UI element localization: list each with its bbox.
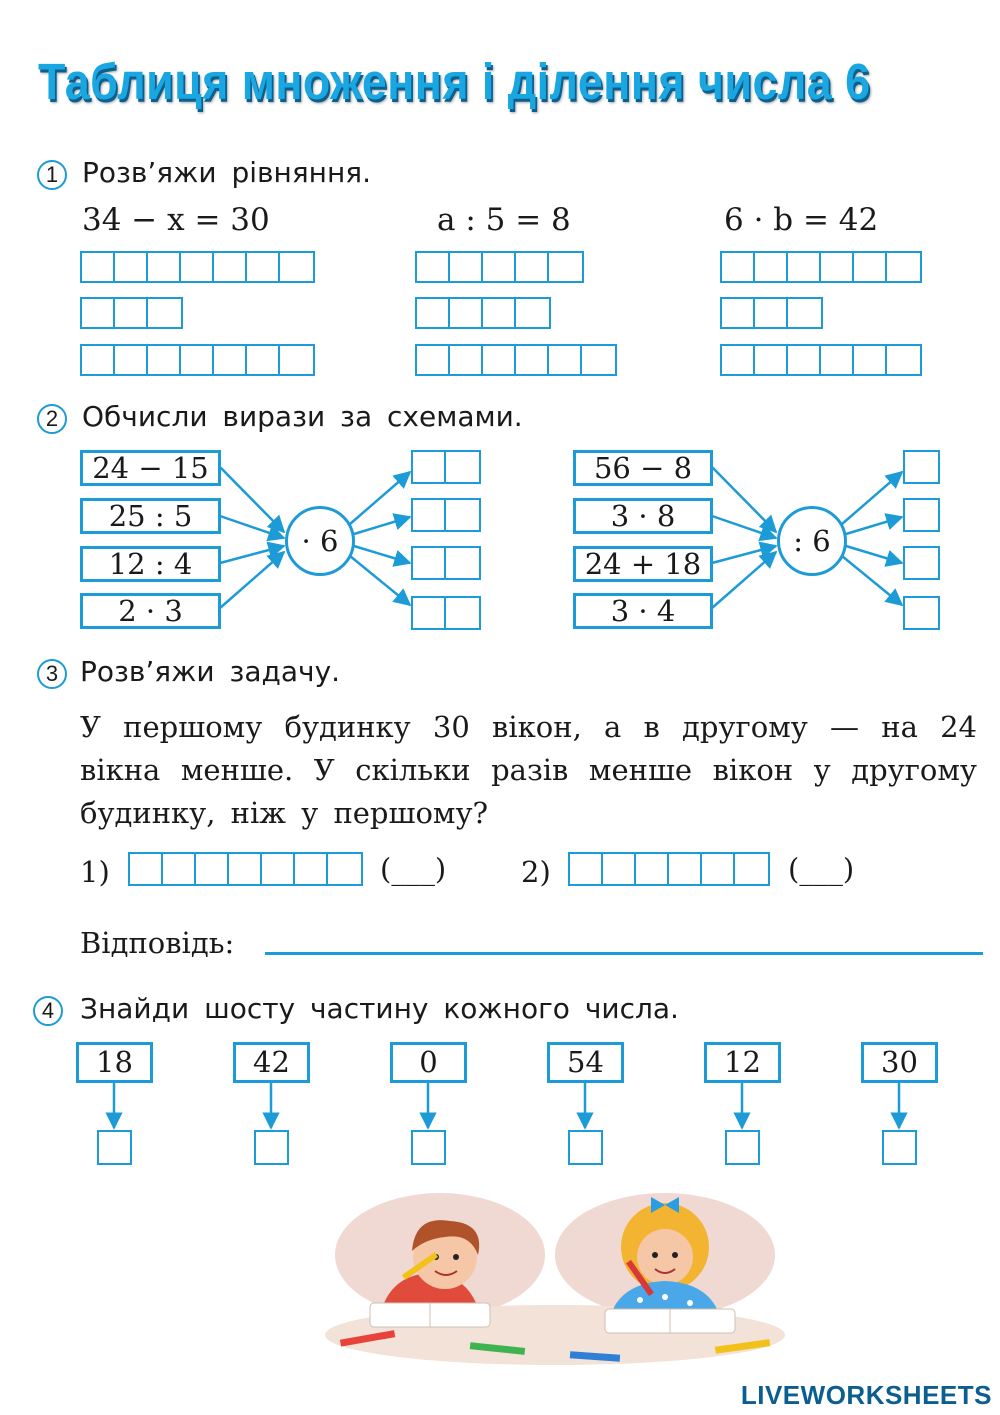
expression-box: 12 : 4 xyxy=(80,546,221,582)
expression-box: 24 − 15 xyxy=(80,450,221,486)
answer-cells[interactable] xyxy=(415,297,551,329)
operator-circle: : 6 xyxy=(777,506,847,576)
answer-cells[interactable] xyxy=(80,344,315,376)
number-box: 42 xyxy=(233,1042,310,1083)
expression-box: 3 · 8 xyxy=(573,498,713,534)
answer-cells[interactable] xyxy=(415,344,617,376)
step1-cells[interactable] xyxy=(128,852,363,886)
answer-cells[interactable] xyxy=(80,251,315,283)
answer-cells[interactable] xyxy=(720,344,922,376)
result-cells[interactable] xyxy=(903,546,940,580)
number-box: 54 xyxy=(547,1042,624,1083)
step2-unit[interactable]: (___) xyxy=(788,852,855,886)
equation-2: a : 5 = 8 xyxy=(437,202,571,238)
page-title: Таблиця множення і ділення числа 6 xyxy=(38,53,871,110)
liveworksheets-logo: LIVEWORKSHEETS xyxy=(740,1380,992,1410)
result-cells[interactable] xyxy=(903,596,940,630)
result-cells[interactable] xyxy=(411,596,481,630)
expression-box: 56 − 8 xyxy=(573,450,713,486)
task3-number: 3 xyxy=(37,659,67,689)
result-cells[interactable] xyxy=(903,498,940,532)
number-box: 0 xyxy=(390,1042,467,1083)
answer-box[interactable] xyxy=(568,1130,603,1165)
expression-box: 24 + 18 xyxy=(573,546,713,582)
step1-unit[interactable]: (___) xyxy=(380,852,447,886)
task2-number: 2 xyxy=(37,404,67,434)
answer-label: Відповідь: xyxy=(80,926,235,960)
task4-number: 4 xyxy=(33,996,63,1026)
answer-cells[interactable] xyxy=(720,297,823,329)
expression-box: 3 · 4 xyxy=(573,593,713,629)
result-cells[interactable] xyxy=(411,498,481,532)
answer-cells[interactable] xyxy=(720,251,922,283)
equation-1: 34 − x = 30 xyxy=(82,202,270,238)
task1-instruction: Розв’яжи рівняння. xyxy=(82,156,372,189)
operator-circle: · 6 xyxy=(285,506,355,576)
answer-line[interactable] xyxy=(265,952,983,955)
number-box: 12 xyxy=(704,1042,781,1083)
result-cells[interactable] xyxy=(411,450,481,484)
task4-instruction: Знайди шосту частину кожного числа. xyxy=(80,992,679,1025)
task2-instruction: Обчисли вирази за схемами. xyxy=(82,400,523,433)
task1-number: 1 xyxy=(37,160,67,190)
result-cells[interactable] xyxy=(903,450,940,484)
problem-text: У першому будинку 30 вікон, а в другому … xyxy=(80,710,977,830)
result-cells[interactable] xyxy=(411,546,481,580)
answer-cells[interactable] xyxy=(80,297,183,329)
task3-instruction: Розв’яжи задачу. xyxy=(80,655,341,688)
down-arrows xyxy=(105,1080,908,1130)
answer-box[interactable] xyxy=(254,1130,289,1165)
children-illustration xyxy=(325,1193,785,1365)
answer-box[interactable] xyxy=(411,1130,446,1165)
expression-box: 2 · 3 xyxy=(80,593,221,629)
expression-box: 25 : 5 xyxy=(80,498,221,534)
number-box: 18 xyxy=(76,1042,153,1083)
answer-box[interactable] xyxy=(97,1130,132,1165)
step2-label: 2) xyxy=(521,855,551,889)
answer-box[interactable] xyxy=(725,1130,760,1165)
number-box: 30 xyxy=(861,1042,938,1083)
step1-label: 1) xyxy=(80,855,110,889)
equation-3: 6 · b = 42 xyxy=(724,202,879,238)
answer-box[interactable] xyxy=(882,1130,917,1165)
step2-cells[interactable] xyxy=(568,852,770,886)
answer-cells[interactable] xyxy=(415,251,584,283)
scheme-arrows xyxy=(219,466,904,609)
